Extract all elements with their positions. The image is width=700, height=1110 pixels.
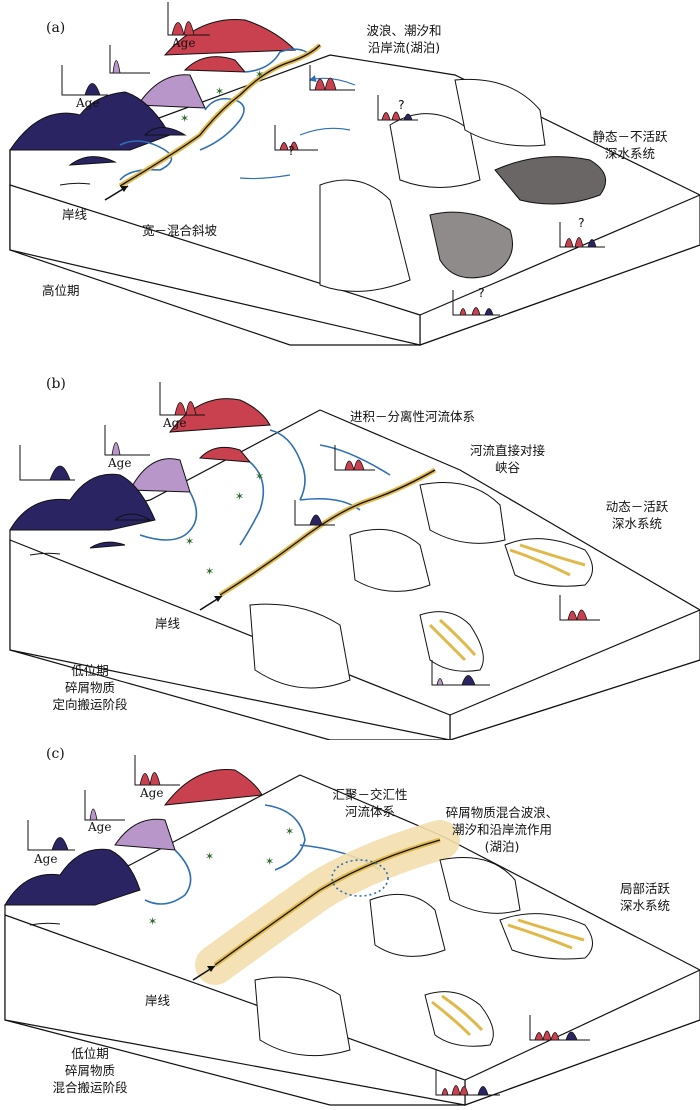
age-plot-mix-4: [559, 222, 605, 248]
panel-b: ✶ ✶ ✶ ✶ (b) Age Age 进积－分离性河流体系 河流直接对接峡谷 …: [0, 370, 700, 740]
panel-c: ✶ ✶ ✶ ✶ (c) Age Age Age 汇聚－交汇性河流体系 碎屑物质混…: [0, 740, 700, 1110]
svg-text:✶: ✶: [215, 85, 224, 98]
deepwater-label: 动态－活跃深水系统: [605, 499, 669, 531]
panel-tag: (a): [46, 20, 66, 36]
slope-label: 宽－混合斜坡: [142, 223, 218, 238]
shoreline-label: 岸线: [155, 616, 181, 631]
block-front-face: [9, 184, 421, 346]
age-plot-mix-5: [452, 290, 500, 316]
fluvial-label: 进积－分离性河流体系: [350, 409, 476, 424]
age-plot-navy: [61, 65, 108, 96]
stage-label: 低位期碎屑物质定向搬运阶段: [52, 663, 128, 712]
stage-label: 高位期: [42, 283, 80, 298]
svg-text:✶: ✶: [255, 68, 264, 81]
svg-text:✶: ✶: [205, 850, 214, 863]
fan-lower: [429, 211, 513, 279]
svg-text:✶: ✶: [148, 915, 157, 928]
age-plot-mix-2: [377, 95, 418, 121]
shoreline-label: 岸线: [145, 993, 171, 1008]
mountain-purple: [137, 74, 206, 109]
svg-text:✶: ✶: [205, 565, 214, 578]
mountain-red: [163, 18, 297, 56]
unknown-mark: ?: [578, 215, 585, 230]
unknown-mark: ?: [398, 97, 405, 112]
panel-a: ✶ ✶ ✶ (a) Age Age 波浪、潮汐和沿岸流: [0, 0, 700, 370]
svg-text:✶: ✶: [285, 825, 294, 838]
age-label: Age: [88, 820, 112, 834]
svg-text:✶: ✶: [265, 855, 274, 868]
deepwater-label: 局部活跃深水系统: [619, 881, 670, 913]
shoreline-line: [119, 44, 321, 187]
shoreline-label: 岸线: [62, 207, 88, 222]
age-plot-purple: [109, 45, 150, 74]
fan-upper: [504, 538, 593, 587]
age-label: Age: [108, 456, 132, 470]
age-label: Age: [163, 416, 187, 430]
canyon-label: 河流直接对接峡谷: [469, 443, 545, 475]
age-label: Age: [34, 852, 58, 866]
panel-a-block-diagram: ✶ ✶ ✶: [9, 2, 700, 346]
age-plot-mix-1: [309, 65, 355, 91]
process-label: 波浪、潮汐和沿岸流(湖泊): [366, 23, 442, 55]
age-label: Age: [172, 36, 196, 50]
unknown-mark: ?: [288, 143, 295, 158]
fan-lower: [419, 611, 484, 672]
mixing-label: 碎屑物质混合波浪、潮汐和沿岸流作用(湖泊): [445, 805, 559, 854]
panel-tag: (c): [46, 746, 65, 762]
svg-text:✶: ✶: [185, 535, 194, 548]
mountain-navy: [9, 91, 171, 151]
river-network: [119, 48, 311, 181]
panel-c-block-diagram: ✶ ✶ ✶ ✶: [4, 755, 700, 1106]
deepwater-label: 静态－不活跃深水系统: [592, 129, 668, 161]
fluvial-label: 汇聚－交汇性河流体系: [332, 787, 408, 819]
svg-text:✶: ✶: [180, 112, 189, 125]
svg-text:✶: ✶: [255, 470, 264, 483]
unknown-mark: ?: [478, 285, 485, 300]
panel-b-block-diagram: ✶ ✶ ✶ ✶: [9, 382, 700, 740]
fan-upper: [494, 156, 607, 205]
age-plot-red: [167, 2, 210, 36]
svg-text:✶: ✶: [235, 490, 244, 503]
age-label: Age: [76, 96, 100, 110]
age-label: Age: [140, 786, 164, 800]
stage-label: 低位期碎屑物质混合搬运阶段: [52, 1046, 128, 1095]
panel-tag: (b): [46, 376, 66, 392]
age-plot-mix-3: [274, 125, 318, 151]
